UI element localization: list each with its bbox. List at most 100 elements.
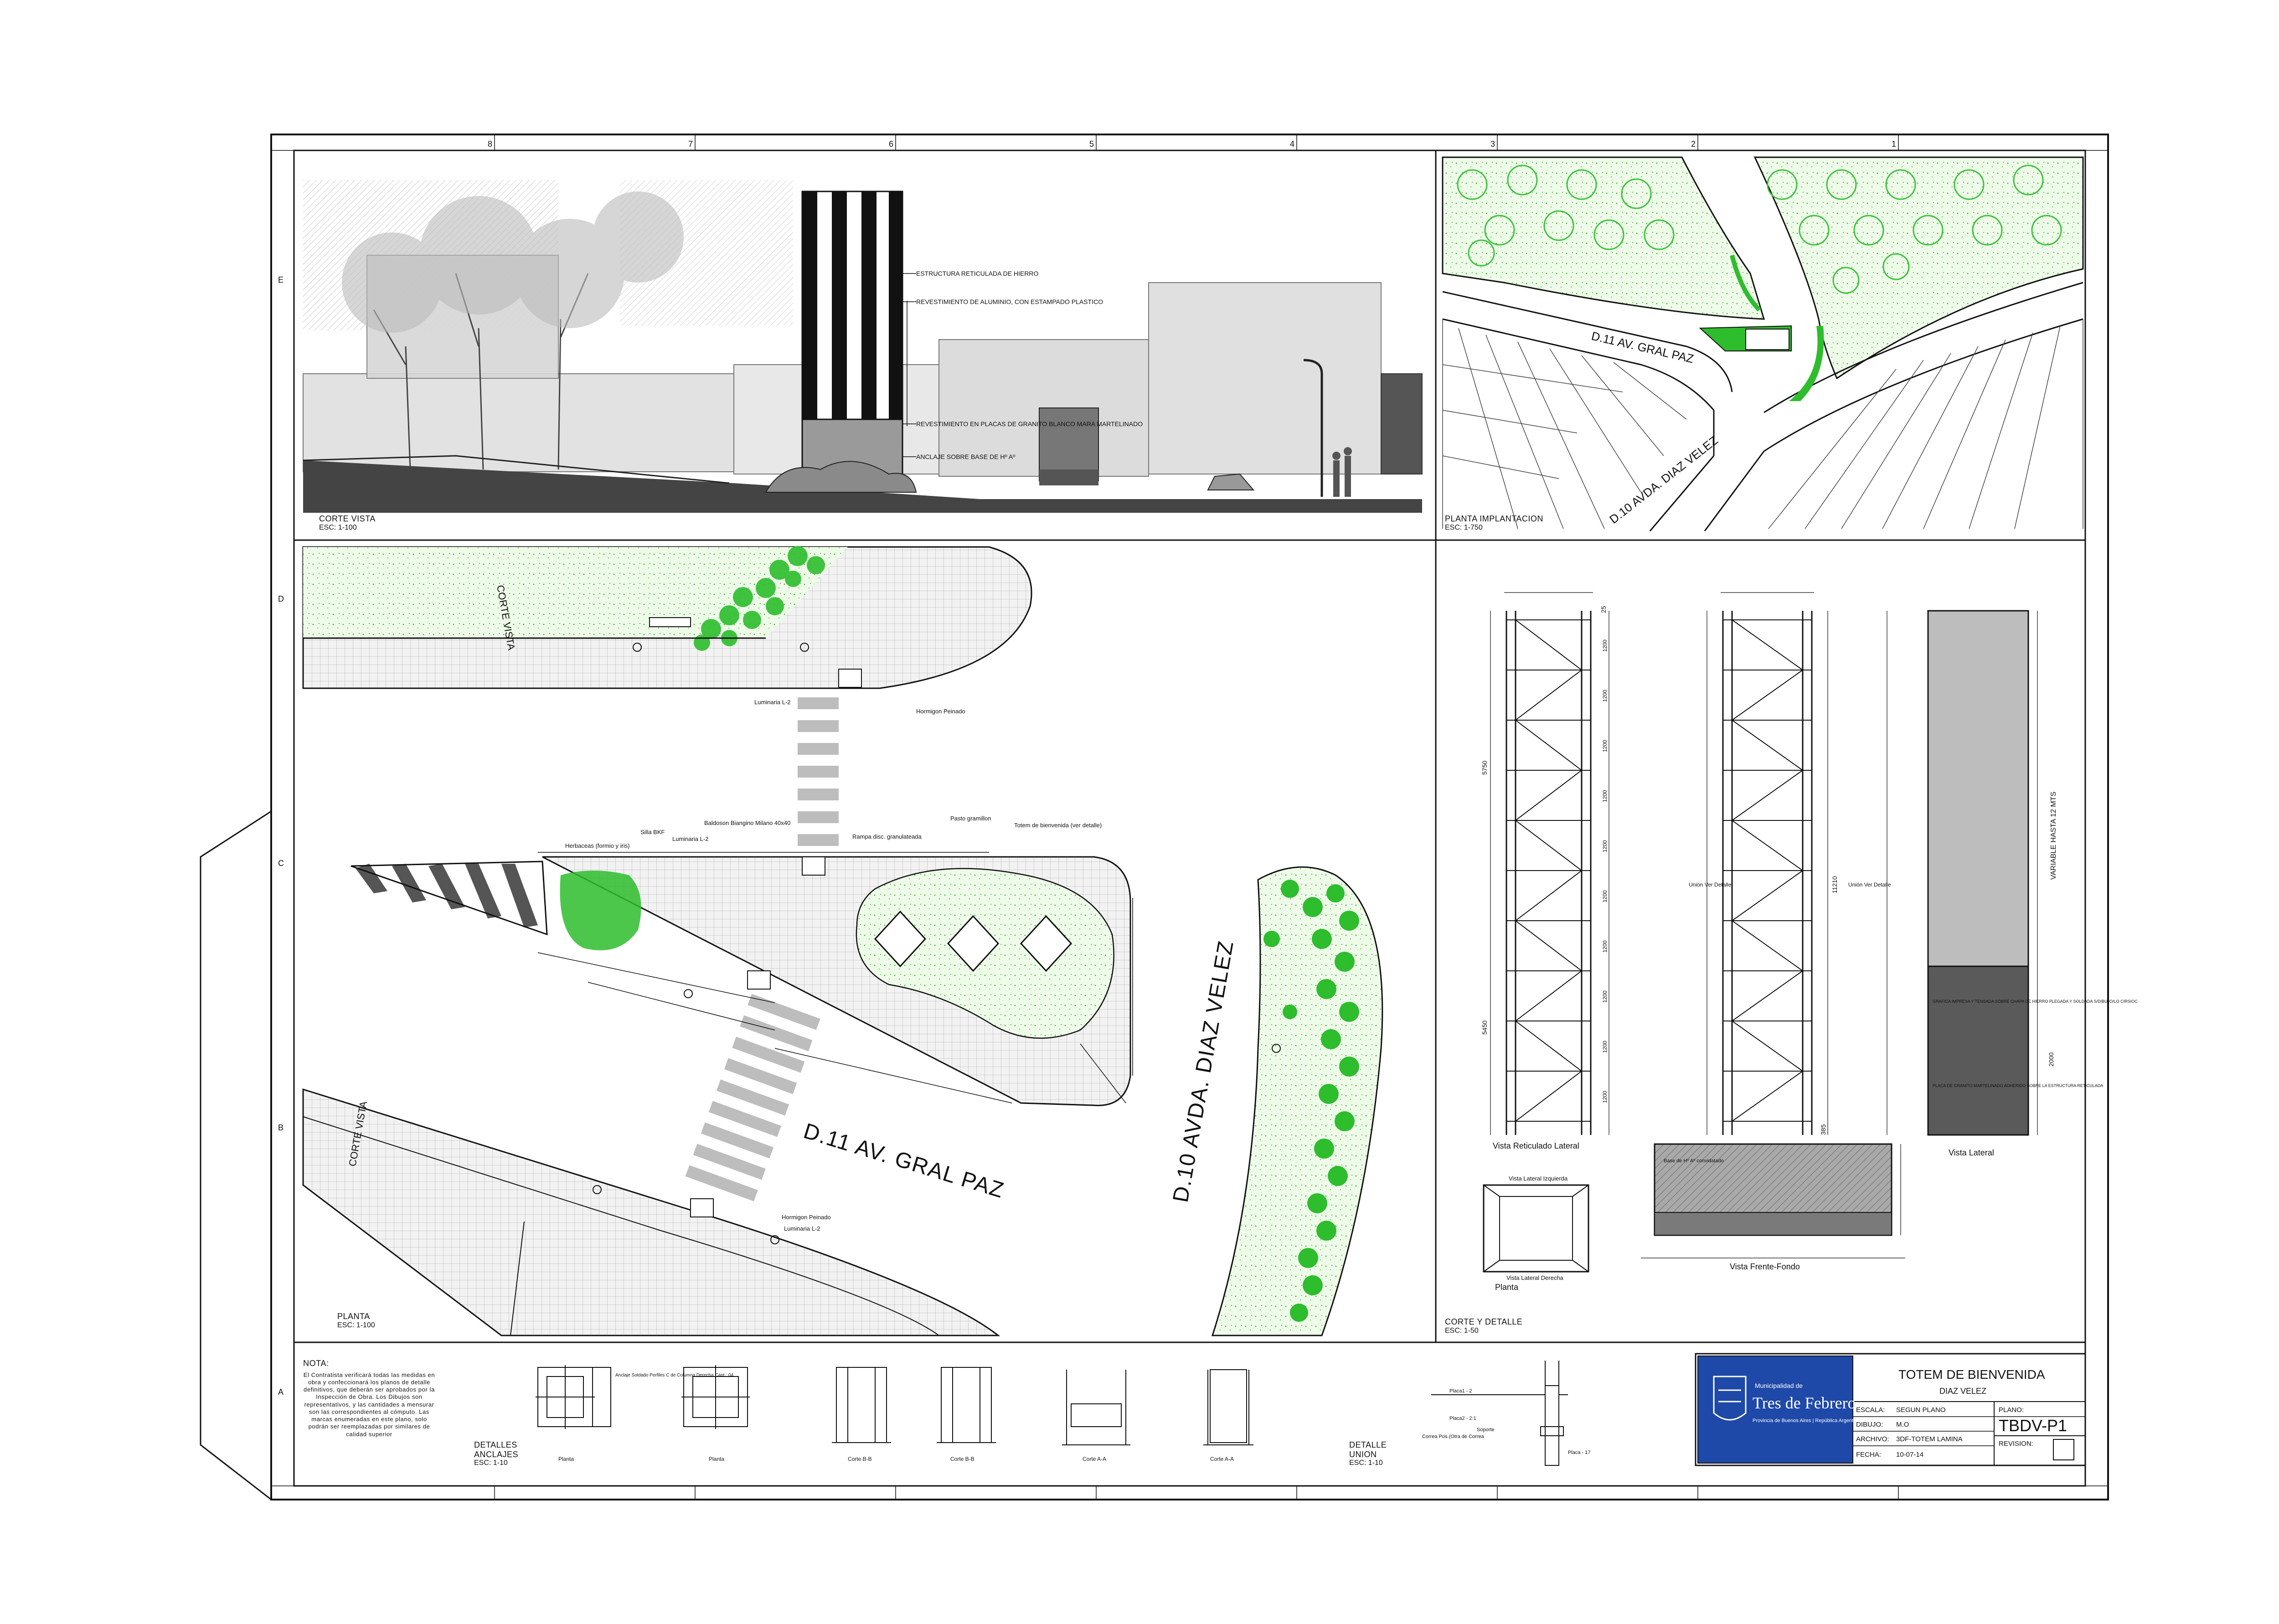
- detalles-anclajes-title-block: DETALLES ANCLAJES ESC: 1-10: [474, 1440, 529, 1468]
- dibujo-label: DIBUJO:: [1856, 1421, 1883, 1428]
- dim-segment: 1200: [1602, 740, 1608, 752]
- dim-segment: 1200: [1602, 940, 1608, 953]
- grid-letter: A: [278, 1387, 284, 1397]
- panel-scale: ESC: 1-100: [337, 1321, 375, 1329]
- view-reticulado-lateral: Vista Reticulado Lateral: [1493, 1141, 1579, 1150]
- annotation-estructura: ESTRUCTURA RETICULADA DE HIERRO: [916, 270, 1038, 277]
- street-label-gral-paz: D.11 AV. GRAL PAZ: [801, 1119, 1007, 1203]
- label-totem: Totem de bienvenida (ver detalle): [1014, 822, 1102, 829]
- view-lateral-derecha: Vista Lateral Derecha: [1506, 1274, 1564, 1281]
- dim-segment: 1200: [1602, 840, 1608, 852]
- label-placa: PLACA DE GRANITO MARTELINADO ADHERIDO SO…: [1933, 1083, 2103, 1088]
- detalles-anclajes-drawing: [536, 1365, 1253, 1445]
- dim-variable: VARIABLE HASTA 12 MTS: [2050, 792, 2057, 880]
- label-luminaria: Luminaria L-2: [754, 699, 791, 706]
- planta-title-block: PLANTA ESC: 1-100: [337, 1312, 375, 1330]
- dim-2000: 2000: [2047, 1052, 2055, 1067]
- annotation-revestimiento-aluminio: REVESTIMIENTO DE ALUMINIO, CON ESTAMPADO…: [916, 298, 1103, 305]
- panel-scale: ESC: 1-100: [319, 523, 357, 531]
- planta-implantacion-drawing: [1442, 156, 2084, 531]
- grid-number: 6: [889, 139, 893, 149]
- dibujo-value: M.O: [1896, 1421, 1909, 1428]
- grid-letter: C: [278, 859, 284, 868]
- logo-line-2: Tres de Febrero: [1753, 1394, 1856, 1412]
- corte-detalle-title-block: CORTE Y DETALLE ESC: 1-50: [1445, 1317, 1522, 1335]
- grid-number: 4: [1290, 139, 1294, 149]
- panel-title: PLANTA: [337, 1312, 370, 1321]
- dim-5450: 5450: [1481, 1021, 1488, 1035]
- corte-detalle-drawing: [1483, 592, 2038, 1273]
- panel-scale: ESC: 1-50: [1445, 1326, 1479, 1335]
- street-label-diaz-velez-small: D.10 AVDA. DIAZ VELEZ: [1607, 433, 1720, 526]
- panel-title: PLANTA IMPLANTACION: [1445, 514, 1543, 523]
- plano-label: PLANO:: [1999, 1406, 2024, 1414]
- sheet-frame: [200, 134, 2109, 1500]
- dim-segment: 1200: [1602, 890, 1608, 902]
- label-hormigon-2: Hormigon Peinado: [782, 1214, 831, 1221]
- view-frente-fondo: Vista Frente-Fondo: [1730, 1262, 1800, 1271]
- caption-corte-aa-2: Corte A-A: [1210, 1456, 1234, 1462]
- dim-385: 385: [1820, 1124, 1827, 1135]
- annotation-granito: REVESTIMIENTO EN PLACAS DE GRANITO BLANC…: [916, 420, 1143, 428]
- label-luminaria-3: Luminaria L-2: [784, 1225, 820, 1232]
- detalle-union-title-block: DETALLE UNION ESC: 1-10: [1349, 1440, 1399, 1468]
- corte-vista-drawing: [303, 180, 1423, 513]
- caption-corte-bb-2: Corte B-B: [950, 1456, 975, 1462]
- label-base: Base de Hº Aº convidatado: [1664, 1158, 1724, 1164]
- grid-number: 7: [688, 139, 693, 149]
- dim-11210: 11210: [1831, 876, 1838, 893]
- caption-planta-1: Planta: [558, 1456, 574, 1462]
- title-block: [1695, 1353, 2086, 1466]
- grid-number: 3: [1490, 139, 1495, 149]
- caption-corte-bb-1: Corte B-B: [848, 1456, 872, 1462]
- grid-number: 2: [1691, 139, 1696, 149]
- annotation-anclaje: ANCLAJE SOBRE BASE DE Hº Aº: [916, 453, 1015, 460]
- fecha-label: FECHA:: [1856, 1451, 1881, 1459]
- grid-letter: D: [278, 594, 284, 603]
- union-label-2: Placa2 - 2:1: [1449, 1416, 1476, 1421]
- caption-corte-aa-1: Corte A-A: [1083, 1456, 1106, 1462]
- union-label-5: Placa - 17: [1568, 1450, 1591, 1455]
- panel-title: CORTE Y DETALLE: [1445, 1317, 1523, 1326]
- plano-value: TBDV-P1: [1999, 1416, 2067, 1435]
- project-subtitle: DIAZ VELEZ: [1939, 1387, 1986, 1396]
- planta-drawing: [302, 546, 1383, 1336]
- dim-segment: 1200: [1602, 1091, 1608, 1103]
- corte-vista-title-block: CORTE VISTA ESC: 1-100: [319, 514, 376, 532]
- grid-letter: E: [278, 275, 284, 284]
- label-pasto: Pasto gramillon: [950, 815, 991, 822]
- caption-planta-2: Planta: [709, 1456, 724, 1462]
- dim-segment: 1200: [1602, 639, 1608, 652]
- label-anclaje-detail: Anclaje Soldado Perfiles C de Columna De…: [615, 1373, 733, 1378]
- panel-scale: ESC: 1-750: [1445, 523, 1483, 531]
- label-herbaceas: Herbaceas (formio y iris): [565, 842, 630, 849]
- dim-25: 25: [1600, 606, 1607, 613]
- street-label-diaz-velez: D.10 AVDA. DIAZ VELEZ: [1169, 938, 1238, 1204]
- panel-title: DETALLES ANCLAJES: [474, 1440, 519, 1459]
- dim-segment: 1200: [1602, 790, 1608, 802]
- dim-segment: 1200: [1602, 1041, 1608, 1053]
- archivo-label: ARCHIVO:: [1856, 1435, 1889, 1443]
- union-label-1: Placa1 - 2: [1449, 1388, 1472, 1394]
- label-rampa: Rampa disc. granulateada: [852, 833, 922, 840]
- nota-block: NOTA: El Contratista verificará todas la…: [303, 1358, 435, 1438]
- logo-line-3: Provincia de Buenos Aires | República Ar…: [1753, 1418, 1861, 1423]
- view-lateral-izquierda: Vista Lateral Izquierda: [1509, 1175, 1568, 1182]
- union-label-4: Soporte: [1477, 1427, 1495, 1433]
- dim-segment: 1200: [1602, 990, 1608, 1003]
- grid-number: 8: [488, 139, 492, 149]
- nota-title: NOTA:: [303, 1359, 329, 1368]
- panel-scale: ESC: 1-10: [1349, 1459, 1383, 1467]
- grid-number: 5: [1089, 139, 1094, 149]
- label-hormigon: Hormigon Peinado: [916, 708, 965, 715]
- grid-letter: B: [278, 1123, 284, 1132]
- street-label-gral-paz-small: D.11 AV. GRAL PAZ: [1590, 329, 1695, 366]
- label-silla: Silla BKF: [640, 829, 665, 835]
- revision-label: REVISION:: [1999, 1440, 2033, 1448]
- planta-small: Planta: [1495, 1283, 1519, 1292]
- planta-implantacion-title-block: PLANTA IMPLANTACION ESC: 1-750: [1445, 514, 1543, 532]
- escala-value: SEGUN PLANO: [1896, 1406, 1945, 1414]
- detalle-union-drawing: [1431, 1361, 1568, 1466]
- label-luminaria-2: Luminaria L-2: [672, 835, 709, 842]
